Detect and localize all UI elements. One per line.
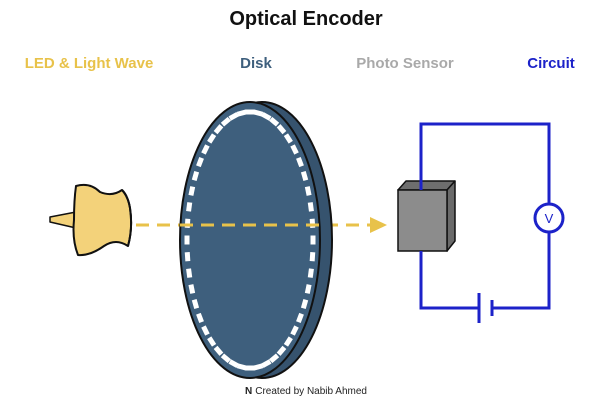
disk-slot bbox=[261, 112, 272, 121]
disk-slot bbox=[220, 116, 231, 127]
disk-slot bbox=[296, 312, 304, 324]
disk-slot bbox=[269, 353, 280, 364]
disk-slot bbox=[196, 312, 204, 324]
disk-slot bbox=[191, 298, 200, 310]
encoder-disk bbox=[179, 101, 333, 379]
disk-slot bbox=[184, 235, 190, 245]
disk-label: Disk bbox=[240, 55, 272, 72]
disk-slot bbox=[307, 202, 314, 212]
logo-mark: N bbox=[245, 386, 253, 397]
disk-slot bbox=[207, 336, 217, 347]
disk-slot bbox=[253, 109, 264, 117]
credit-text: Created by Nabib Ahmed bbox=[255, 386, 367, 397]
disk-slot bbox=[304, 284, 312, 294]
voltmeter-icon: V bbox=[533, 202, 565, 234]
disk-slot bbox=[310, 235, 316, 245]
disk-slot bbox=[296, 156, 304, 168]
circuit: V bbox=[419, 122, 565, 323]
disk-slot bbox=[220, 353, 231, 364]
disk-slot bbox=[253, 363, 264, 371]
disk-slot bbox=[184, 218, 191, 228]
disk-slot bbox=[269, 116, 280, 127]
disk-slot bbox=[309, 252, 316, 262]
svg-text:V: V bbox=[545, 211, 554, 226]
disk-slot bbox=[201, 325, 210, 336]
disk-slot bbox=[186, 202, 193, 212]
disk-slot bbox=[201, 144, 210, 155]
disk-slot bbox=[213, 345, 224, 356]
disk-slot bbox=[300, 298, 309, 310]
photo-sensor-label: Photo Sensor bbox=[356, 55, 454, 72]
disk-slot bbox=[188, 284, 196, 294]
disk-slot bbox=[307, 268, 314, 278]
led-icon bbox=[49, 183, 133, 257]
diagram-title: Optical Encoder bbox=[229, 8, 383, 30]
disk-slot bbox=[245, 109, 255, 115]
disk-slot bbox=[191, 170, 200, 182]
disk-slot bbox=[228, 359, 239, 368]
photo-sensor bbox=[397, 180, 456, 252]
disk-slot bbox=[196, 156, 204, 168]
battery-icon bbox=[477, 293, 494, 323]
disk-slot bbox=[207, 133, 217, 144]
disk-slot bbox=[236, 109, 247, 117]
disk-slot bbox=[283, 133, 293, 144]
disk-slot bbox=[236, 363, 247, 371]
disk-slot bbox=[261, 359, 272, 368]
circuit-label: Circuit bbox=[527, 55, 575, 72]
disk-slot bbox=[300, 170, 309, 182]
disk-slot bbox=[228, 112, 239, 121]
disk-slot bbox=[184, 252, 191, 262]
disk-slot bbox=[276, 345, 287, 356]
disk-slot bbox=[283, 336, 293, 347]
disk-slot bbox=[309, 218, 316, 228]
disk-slot bbox=[188, 186, 196, 196]
disk-slot bbox=[290, 325, 299, 336]
disk-slot bbox=[245, 365, 255, 371]
disk-slot bbox=[290, 144, 299, 155]
disk-slot bbox=[276, 124, 287, 135]
led-label: LED & Light Wave bbox=[24, 55, 154, 72]
disk-slot bbox=[304, 186, 312, 196]
disk-slot bbox=[213, 124, 224, 135]
disk-slot bbox=[186, 268, 193, 278]
